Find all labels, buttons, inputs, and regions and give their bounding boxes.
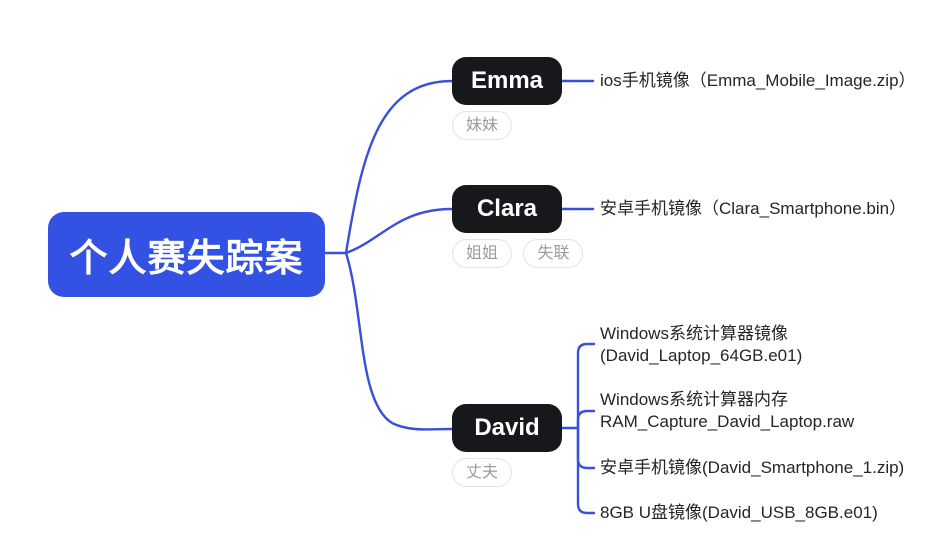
tag-emma-0[interactable]: 妹妹 — [452, 111, 513, 140]
branch-node-clara[interactable]: Clara — [452, 185, 562, 233]
edge-david-leaf-3 — [576, 426, 596, 470]
edge-junction-emma — [344, 79, 454, 255]
branch-node-david-label: David — [474, 414, 540, 441]
root-node-label: 个人赛失踪案 — [69, 238, 304, 280]
edge-david-leaf-2 — [576, 409, 596, 430]
leaf-line: 安卓手机镜像(David_Smartphone_1.zip) — [600, 458, 905, 477]
branch-node-emma-label: Emma — [470, 67, 544, 94]
leaf-david-item-2[interactable]: Windows系统计算器内存 RAM_Capture_David_Laptop.… — [600, 389, 854, 433]
leaf-line: Windows系统计算器镜像 — [600, 324, 788, 343]
edge-junction-david — [344, 251, 454, 431]
tag-row-david: 丈夫 — [452, 458, 519, 487]
tag-row-emma: 妹妹 — [452, 111, 519, 140]
edge-junction-clara — [344, 207, 454, 255]
edge-david-leaf-1 — [576, 342, 596, 430]
tag-clara-1[interactable]: 失联 — [523, 239, 584, 268]
tag-row-clara: 姐姐 失联 — [452, 239, 590, 268]
branch-node-clara-label: Clara — [476, 195, 538, 222]
branch-node-emma[interactable]: Emma — [452, 57, 562, 105]
tag-david-0[interactable]: 丈夫 — [452, 458, 513, 487]
leaf-line: 8GB U盘镜像(David_USB_8GB.e01) — [600, 503, 878, 522]
root-node[interactable]: 个人赛失踪案 — [48, 212, 325, 297]
leaf-line: RAM_Capture_David_Laptop.raw — [600, 412, 855, 431]
tag-clara-0[interactable]: 姐姐 — [452, 239, 513, 268]
leaf-david-item-3[interactable]: 安卓手机镜像(David_Smartphone_1.zip) — [600, 457, 904, 479]
leaf-clara-item-1[interactable]: 安卓手机镜像（Clara_Smartphone.bin） — [600, 198, 906, 220]
leaf-emma-item-1[interactable]: ios手机镜像（Emma_Mobile_Image.zip） — [600, 70, 916, 92]
branch-node-david[interactable]: David — [452, 404, 562, 452]
leaf-line: 安卓手机镜像（Clara_Smartphone.bin） — [600, 199, 907, 218]
leaf-line: (David_Laptop_64GB.e01) — [600, 346, 803, 365]
edge-david-leaf-4 — [576, 426, 596, 515]
leaf-line: ios手机镜像（Emma_Mobile_Image.zip） — [600, 71, 916, 90]
leaf-david-item-1[interactable]: Windows系统计算器镜像 (David_Laptop_64GB.e01) — [600, 323, 802, 367]
leaf-line: Windows系统计算器内存 — [600, 390, 788, 409]
leaf-david-item-4[interactable]: 8GB U盘镜像(David_USB_8GB.e01) — [600, 502, 878, 524]
